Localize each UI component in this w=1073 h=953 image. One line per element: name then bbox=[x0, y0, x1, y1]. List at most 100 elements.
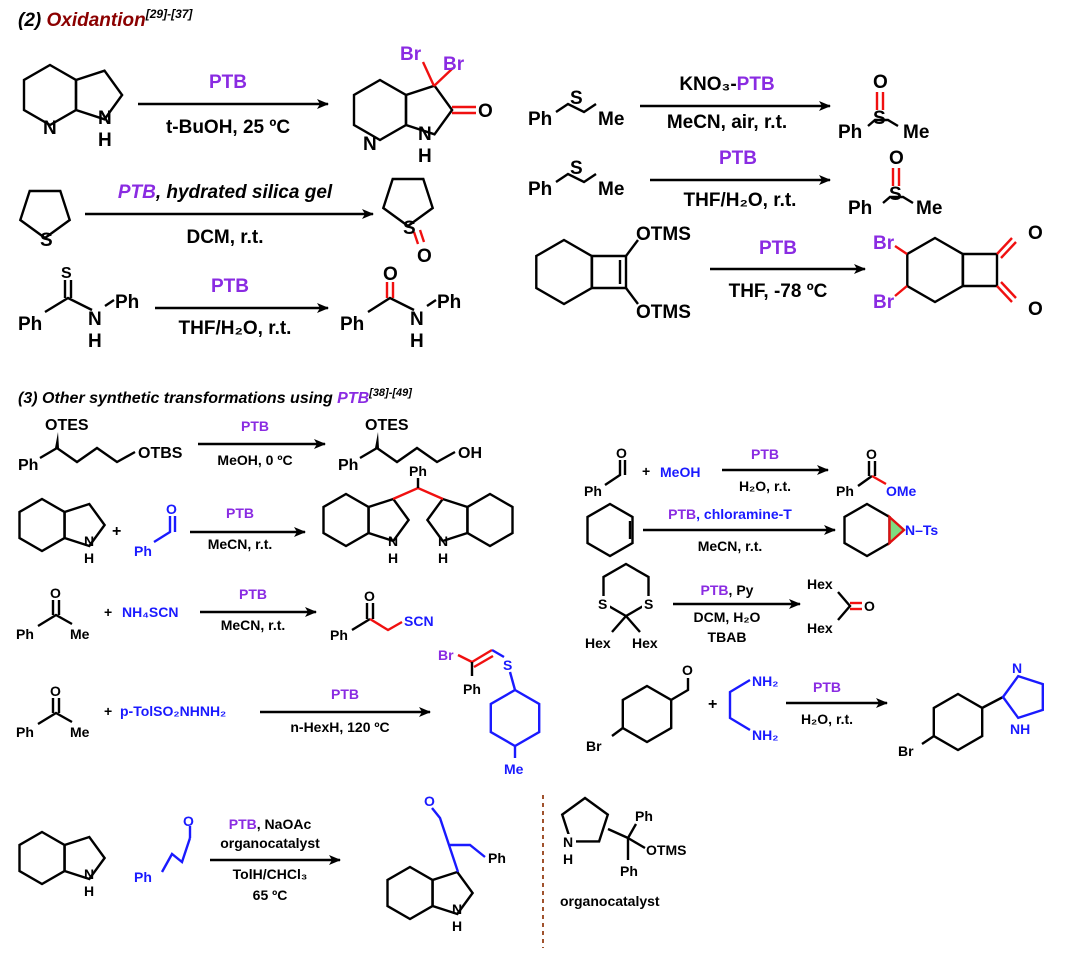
c-hex-bond bbox=[625, 615, 641, 633]
new-substituent-bonds bbox=[431, 807, 460, 873]
bonds bbox=[367, 296, 415, 314]
c-o-bond bbox=[1000, 281, 1017, 299]
reagent-ptb: PTB bbox=[719, 148, 757, 169]
atom-n: N bbox=[563, 834, 573, 850]
ethylenediamine-bonds bbox=[728, 678, 751, 732]
bonds bbox=[37, 613, 73, 628]
new-c-c-bonds bbox=[392, 486, 444, 501]
atom-n: N bbox=[438, 533, 448, 549]
conditions: MeCN, r.t. bbox=[221, 617, 286, 633]
c-o-bond bbox=[996, 237, 1013, 255]
atom-br: Br bbox=[443, 54, 465, 75]
new-c-s-bond bbox=[369, 617, 403, 632]
me-group: Me bbox=[504, 761, 524, 777]
ome-group: OMe bbox=[886, 483, 917, 499]
bonds bbox=[44, 296, 93, 314]
c-o-bond bbox=[627, 836, 646, 850]
cinnamaldehyde-bonds bbox=[160, 837, 192, 873]
ph-group: Ph bbox=[16, 724, 34, 740]
atom-n: N bbox=[84, 866, 94, 882]
otes-group: OTES bbox=[365, 417, 409, 434]
n-ts-group: N–Ts bbox=[905, 522, 938, 538]
conditions: THF/H₂O, r.t. bbox=[684, 190, 797, 211]
benzene-ring bbox=[18, 830, 66, 886]
atom-s: S bbox=[873, 108, 886, 129]
conditions: THF, -78 ºC bbox=[729, 281, 828, 302]
pyridine-ring bbox=[352, 78, 408, 142]
plus-sign: + bbox=[104, 604, 112, 620]
conditions: MeCN, r.t. bbox=[698, 538, 763, 554]
vinyl-double-bond bbox=[471, 648, 493, 664]
atom-br: Br bbox=[438, 647, 454, 663]
reagent-ptb: PTB bbox=[118, 182, 156, 203]
reaction-bromovinyl-sulfide: O Ph Me + p-TolSO₂NHNH₂ PTB n-HexH, 120 … bbox=[16, 647, 541, 777]
imidazoline-ring bbox=[1001, 674, 1045, 720]
reagent-kno3: KNO₃- bbox=[679, 74, 736, 95]
atom-o: O bbox=[417, 246, 432, 267]
reaction-azaindole-oxidation: N N H PTB t-BuOH, 25 ºC Br Br O N N H bbox=[22, 44, 493, 167]
section3-title: (3) Other synthetic transformations usin… bbox=[18, 387, 412, 407]
c-s-bond bbox=[491, 648, 505, 659]
section3-refs: [38]-[49] bbox=[368, 387, 412, 399]
atom-h: H bbox=[88, 331, 102, 352]
benzene-ring bbox=[621, 684, 673, 744]
atom-o: O bbox=[478, 101, 493, 122]
n-ph-bond bbox=[104, 299, 115, 307]
c-br-bond bbox=[433, 67, 454, 87]
benzene-ring bbox=[932, 692, 984, 752]
reagent: PTB, NaOAc bbox=[229, 816, 312, 832]
nh2-group: NH₂ bbox=[752, 673, 778, 689]
me-group: Me bbox=[903, 122, 929, 143]
atom-n: N bbox=[452, 901, 462, 917]
bonds bbox=[867, 118, 899, 128]
section2-refs: [29]-[37] bbox=[145, 7, 194, 21]
atom-h: H bbox=[563, 851, 573, 867]
bonds bbox=[837, 591, 852, 621]
reaction-oxidative-esterification: O Ph + MeOH PTB H₂O, r.t. O Ph OMe bbox=[584, 445, 917, 499]
c-o-bond bbox=[1000, 241, 1017, 259]
me-group: Me bbox=[916, 198, 942, 219]
organocatalyst-structure: N H Ph OTMS Ph organocatalyst bbox=[560, 796, 686, 909]
bonds bbox=[555, 102, 597, 114]
section3-prefix: (3) Other synthetic transformations usin… bbox=[18, 390, 337, 407]
section2-title-text: Oxidantion bbox=[47, 10, 146, 31]
section2-title: (2) Oxidantion[29]-[37] bbox=[18, 7, 193, 31]
atom-n: N bbox=[388, 533, 398, 549]
aziridine-ring bbox=[888, 514, 906, 546]
atom-n: N bbox=[1012, 660, 1022, 676]
conditions: MeCN, air, r.t. bbox=[667, 112, 787, 133]
atom-o: O bbox=[1028, 223, 1043, 244]
conditions: DCM, H₂O bbox=[694, 609, 761, 625]
ph-group: Ph bbox=[18, 314, 42, 335]
aldehyde-bond bbox=[153, 516, 172, 544]
oxindole-ring bbox=[404, 84, 454, 136]
atom-br: Br bbox=[873, 233, 895, 254]
c-br-bond bbox=[421, 61, 436, 87]
atom-o: O bbox=[873, 72, 888, 93]
reactant-tosylhydrazide: p-TolSO₂NHNH₂ bbox=[120, 703, 226, 719]
benzene-ring bbox=[18, 497, 66, 553]
reagent-ptb: PTB bbox=[701, 582, 729, 598]
oh-group: OH bbox=[458, 445, 482, 462]
ph-group: Ph bbox=[620, 863, 638, 879]
me-group: Me bbox=[70, 626, 90, 642]
reaction-tht-oxidation: S PTB, hydrated silica gel DCM, r.t. S O bbox=[18, 177, 435, 267]
atom-h: H bbox=[98, 130, 112, 151]
pyrrolidine-ring bbox=[560, 796, 610, 843]
reagent: PTB, hydrated silica gel bbox=[118, 182, 333, 203]
reagent-ptb: PTB bbox=[241, 418, 269, 434]
ph-group: Ph bbox=[134, 543, 152, 559]
atom-s: S bbox=[61, 265, 72, 282]
reaction-sulfide-oxidation-kno3: Ph S Me KNO₃-PTB MeCN, air, r.t. O Ph S … bbox=[528, 72, 929, 143]
n-ph-bond bbox=[426, 299, 437, 307]
cyclohexadiene-ring bbox=[535, 238, 593, 306]
reagent: PTB, chloramine-T bbox=[668, 506, 792, 522]
otms-group: OTMS bbox=[646, 842, 686, 858]
atom-h: H bbox=[84, 550, 94, 566]
reagent-py: , Py bbox=[729, 582, 754, 598]
ph-group: Ph bbox=[409, 463, 427, 479]
ph-group: Ph bbox=[134, 869, 152, 885]
reaction-sulfide-oxidation: Ph S Me PTB THF/H₂O, r.t. O Ph S Me bbox=[528, 148, 942, 219]
hex-group: Hex bbox=[585, 635, 611, 651]
